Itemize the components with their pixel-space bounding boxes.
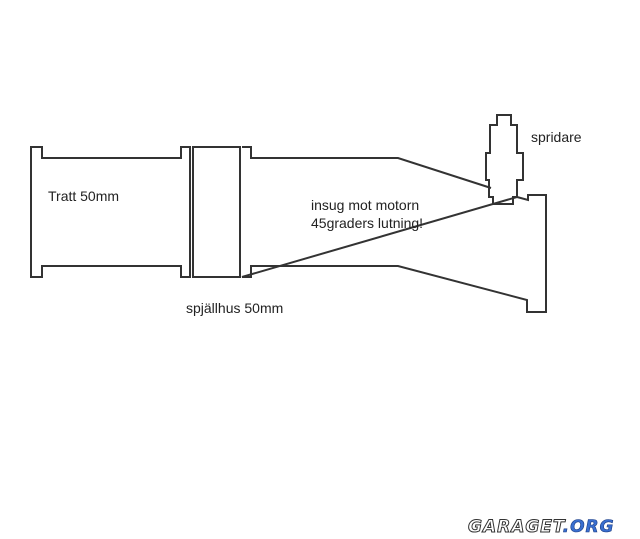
insug-label-line2: 45graders lutning! [311,215,424,231]
spjallhus-part [192,146,241,278]
garaget-watermark-logo: GARAGET.ORG [468,517,615,538]
tratt-label: Tratt 50mm [48,188,120,204]
spridare-label: spridare [531,129,582,145]
spjallhus-label: spjällhus 50mm [186,300,284,316]
insug-label-line1: insug mot motorn [311,197,420,213]
tratt-part [30,146,191,278]
insug-part [241,146,547,313]
spridare-part [485,114,524,205]
